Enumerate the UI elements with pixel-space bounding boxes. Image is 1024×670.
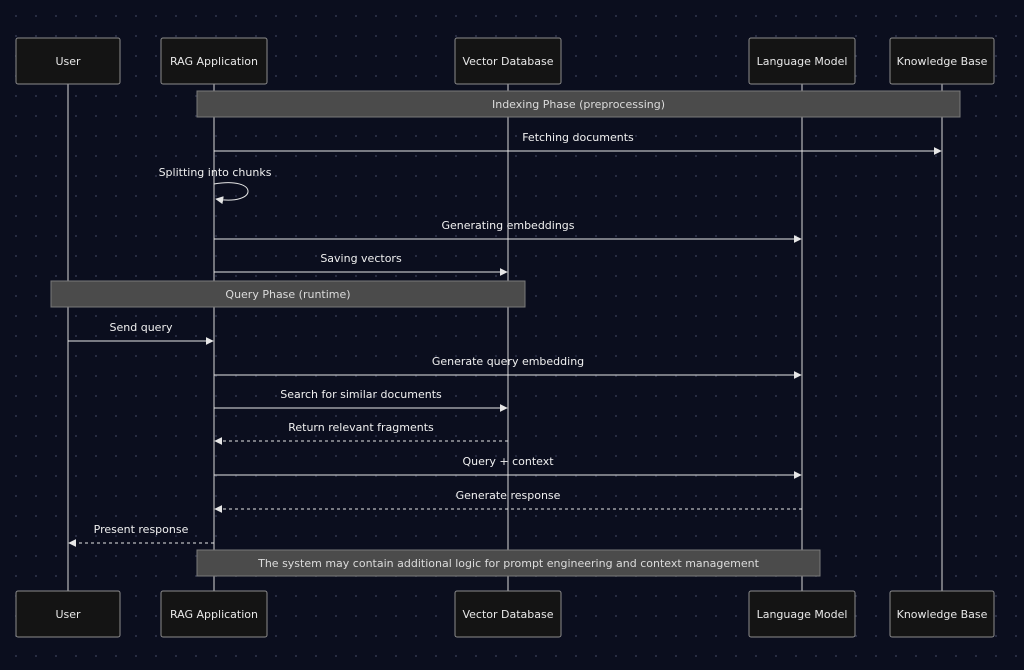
actor-user-bottom[interactable]: User (15, 590, 121, 638)
note-text: Query Phase (runtime) (225, 288, 350, 301)
note-box (196, 549, 821, 577)
notes-layer: Indexing Phase (preprocessing) Query Phas… (50, 90, 961, 577)
actor-label: Vector Database (462, 55, 553, 68)
message-3: Saving vectors (214, 252, 508, 276)
actor-llm-bottom[interactable]: Language Model (748, 590, 856, 638)
message-2: Generating embeddings (214, 219, 802, 243)
actor-vdb-bottom[interactable]: Vector Database (454, 590, 562, 638)
actor-label: Vector Database (462, 608, 553, 621)
actor-label: Knowledge Base (897, 608, 988, 621)
actor-kb-top[interactable]: Knowledge Base (889, 37, 995, 85)
message-5: Generate query embedding (214, 355, 802, 379)
message-label: Fetching documents (522, 131, 634, 144)
message-label: Present response (94, 523, 189, 536)
actor-rag-top[interactable]: RAG Application (160, 37, 268, 85)
message-label: Query + context (462, 455, 554, 468)
message-label: Generate query embedding (432, 355, 584, 368)
message-4: Send query (68, 321, 214, 345)
actor-box (889, 37, 995, 85)
self-message-arrow (213, 182, 249, 205)
message-label: Send query (110, 321, 173, 334)
message-label: Return relevant fragments (288, 421, 434, 434)
note-indexing: Indexing Phase (preprocessing) (196, 90, 961, 118)
actor-label: User (55, 608, 81, 621)
message-1: Splitting into chunks (159, 166, 272, 205)
note-box (50, 280, 526, 308)
message-0: Fetching documents (214, 131, 942, 155)
actor-box (454, 590, 562, 638)
note-text: The system may contain additional logic … (257, 557, 759, 570)
message-label: Saving vectors (320, 252, 402, 265)
note-footer: The system may contain additional logic … (196, 549, 821, 577)
actor-llm-top[interactable]: Language Model (748, 37, 856, 85)
note-query: Query Phase (runtime) (50, 280, 526, 308)
actor-box (160, 37, 268, 85)
message-label: Generating embeddings (441, 219, 574, 232)
actor-box (748, 37, 856, 85)
actor-label: Language Model (757, 55, 848, 68)
message-label: Search for similar documents (280, 388, 442, 401)
actor-box (15, 590, 121, 638)
message-6: Search for similar documents (214, 388, 508, 412)
message-label: Splitting into chunks (159, 166, 272, 179)
message-8: Query + context (214, 455, 802, 479)
message-7: Return relevant fragments (214, 421, 508, 445)
actor-label: RAG Application (170, 55, 258, 68)
actor-box (160, 590, 268, 638)
lifelines (67, 84, 943, 591)
actor-kb-bottom[interactable]: Knowledge Base (889, 590, 995, 638)
actors-bottom: User RAG Application Vector Database Langua… (15, 590, 995, 638)
actor-label: Knowledge Base (897, 55, 988, 68)
actor-label: Language Model (757, 608, 848, 621)
actor-vdb-top[interactable]: Vector Database (454, 37, 562, 85)
note-box (196, 90, 961, 118)
message-10: Present response (68, 523, 214, 547)
actors-top: User RAG Application Vector Database Langua… (15, 37, 995, 85)
actor-user-top[interactable]: User (15, 37, 121, 85)
message-9: Generate response (214, 489, 802, 513)
note-text: Indexing Phase (preprocessing) (492, 98, 665, 111)
actor-box (889, 590, 995, 638)
actor-label: RAG Application (170, 608, 258, 621)
actor-rag-bottom[interactable]: RAG Application (160, 590, 268, 638)
actor-box (748, 590, 856, 638)
actor-box (454, 37, 562, 85)
actor-label: User (55, 55, 81, 68)
message-label: Generate response (456, 489, 561, 502)
actor-box (15, 37, 121, 85)
